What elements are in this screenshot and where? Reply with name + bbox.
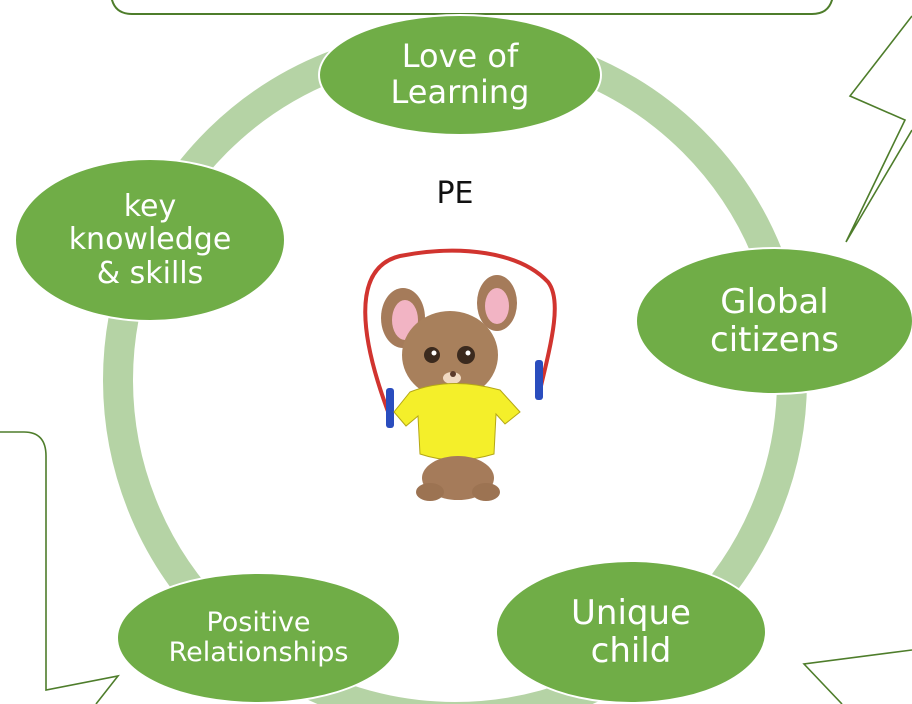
mouse-skipping-rope-illustration [363, 248, 557, 501]
node-positive-relationships-label: Positive Relationships [168, 606, 349, 668]
node-unique-child: Unique child [495, 560, 767, 704]
center-title: PE [436, 176, 474, 211]
skipping-rope [363, 248, 557, 423]
callout-bottom-right [802, 649, 912, 704]
callout-top-right [845, 15, 912, 243]
node-positive-relationships: Positive Relationships [116, 572, 401, 704]
node-unique-child-label: Unique child [571, 592, 691, 671]
callout-left [0, 431, 120, 704]
mouse-head [402, 311, 498, 399]
node-global-citizens: Global citizens [635, 247, 912, 395]
top-banner-shape [111, 0, 833, 15]
node-key-knowledge-skills: key knowledge & skills [14, 158, 286, 322]
node-love-of-learning-label: Love of Learning [390, 37, 530, 111]
mouse-shirt [393, 383, 521, 461]
rope-handle-right [535, 360, 543, 400]
node-love-of-learning: Love of Learning [318, 14, 602, 136]
rope-handle-left [386, 388, 394, 428]
node-key-knowledge-skills-label: key knowledge & skills [68, 188, 232, 291]
node-global-citizens-label: Global citizens [710, 281, 839, 360]
